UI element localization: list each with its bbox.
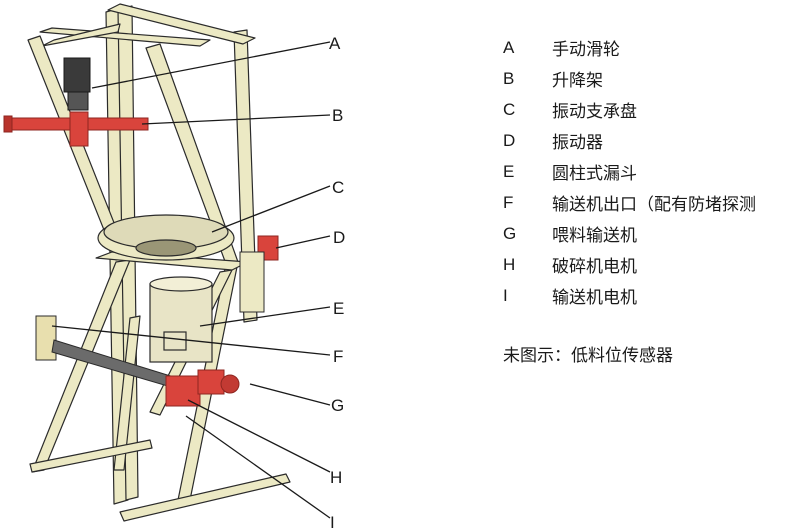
legend-key: C	[503, 99, 516, 119]
vibrating-support-plate	[97, 214, 235, 261]
legend-item: A 手动滑轮	[503, 32, 795, 63]
callout-c: C	[332, 178, 344, 197]
legend-key: H	[503, 254, 516, 274]
legend-label: 手动滑轮	[552, 40, 620, 60]
legend-label: 升降架	[552, 71, 603, 91]
lifting-bar	[3, 111, 149, 147]
legend-label: 输送机电机	[552, 288, 637, 308]
cylindrical-hopper	[149, 276, 213, 363]
callout-h: H	[330, 468, 342, 487]
conveyor	[35, 315, 191, 393]
legend-item: E 圆柱式漏斗	[503, 156, 795, 187]
legend-label: 振动支承盘	[552, 102, 637, 122]
legend-item: C 振动支承盘	[503, 94, 795, 125]
callout-b: B	[332, 106, 343, 125]
legend-item: H 破碎机电机	[503, 249, 795, 280]
callout-a: A	[329, 34, 341, 53]
callout-f: F	[333, 347, 343, 366]
legend-item: D 振动器	[503, 125, 795, 156]
callout-letters: A B C D E F G H I	[329, 34, 345, 530]
legend-key: I	[503, 285, 508, 305]
legend-label: 破碎机电机	[552, 257, 637, 277]
legend-key: F	[503, 192, 514, 212]
legend-item: G 喂料输送机	[503, 218, 795, 249]
legend-label: 喂料输送机	[552, 226, 637, 246]
legend-key: E	[503, 161, 515, 181]
legend-label: 输送机出口（配有防堵探测	[552, 195, 756, 215]
crusher-motor	[165, 369, 240, 407]
handwheel-pulley	[63, 57, 91, 111]
footnote: 未图示：低料位传感器	[503, 346, 673, 366]
legend-label: 振动器	[552, 133, 603, 153]
callout-g: G	[331, 396, 344, 415]
callout-d: D	[333, 228, 345, 247]
legend-key: A	[503, 37, 515, 57]
legend-item: B 升降架	[503, 63, 795, 94]
leader-lines	[51, 41, 331, 519]
legend: A 手动滑轮 B 升降架 C 振动支承盘 D 振动器 E 圆柱式漏斗 F 输送机…	[503, 32, 795, 311]
legend-item: F 输送机出口（配有防堵探测	[503, 187, 795, 218]
legend-key: D	[503, 130, 516, 150]
vibrator	[239, 235, 279, 313]
legend-key: G	[503, 223, 517, 243]
legend-label: 圆柱式漏斗	[552, 164, 637, 184]
callout-e: E	[333, 299, 344, 318]
callout-i: I	[330, 513, 335, 530]
legend-item: I 输送机电机	[503, 280, 795, 311]
legend-key: B	[503, 68, 515, 88]
